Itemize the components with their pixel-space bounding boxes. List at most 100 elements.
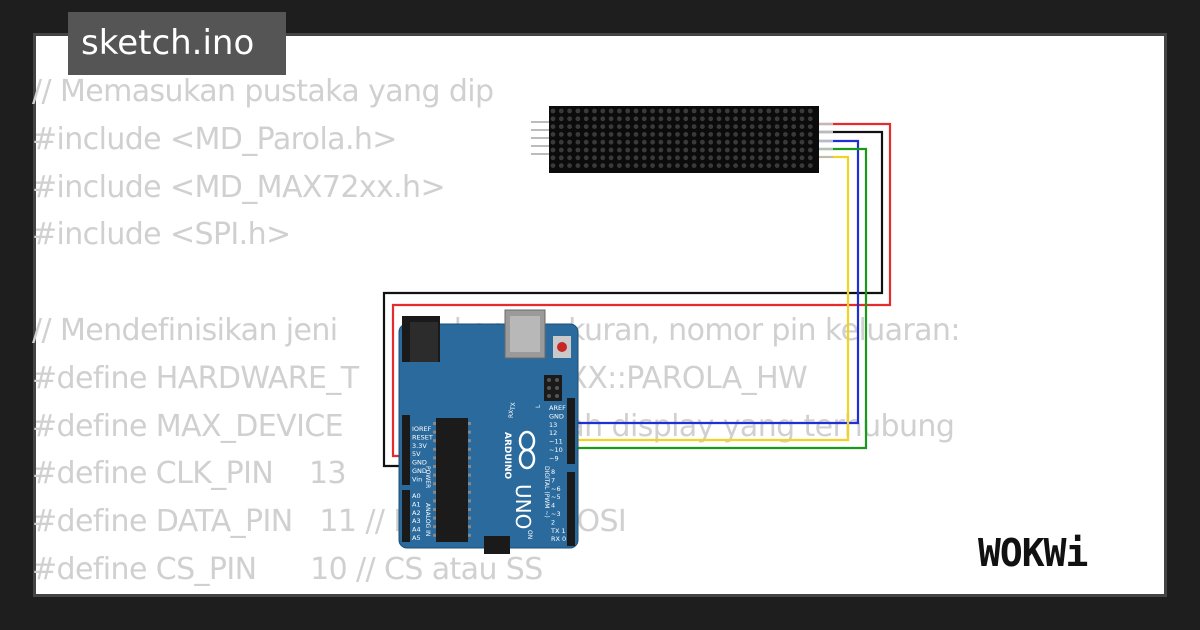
- led-dot: [700, 163, 705, 169]
- led-dot: [716, 108, 722, 114]
- led-dot: [807, 132, 813, 137]
- led-dot: [617, 132, 622, 137]
- led-dot: [617, 139, 622, 145]
- chip-leg: [433, 525, 436, 529]
- led-dot: [550, 116, 556, 122]
- pin-label: ~3: [551, 510, 561, 518]
- led-dot: [783, 155, 788, 161]
- chip-leg: [433, 430, 436, 434]
- led-dot: [633, 124, 639, 129]
- led-dot: [708, 132, 714, 137]
- on-label: ON: [526, 530, 533, 539]
- led-dot: [617, 116, 622, 122]
- chip-leg: [468, 533, 471, 537]
- led-dot: [683, 132, 689, 137]
- led-dot: [658, 108, 664, 114]
- led-dot: [749, 155, 755, 161]
- led-dot: [666, 147, 672, 153]
- led-dot: [774, 147, 780, 153]
- led-dot: [583, 139, 589, 145]
- pin-label: GND: [412, 459, 427, 467]
- chip-leg: [468, 439, 471, 443]
- led-dot: [724, 116, 730, 122]
- led-dot: [799, 147, 805, 153]
- pin-label: ~10: [549, 446, 563, 454]
- led-dot: [550, 108, 556, 114]
- pin-label: 12: [549, 429, 557, 437]
- led-dot: [807, 147, 813, 153]
- led-dot: [558, 132, 564, 137]
- led-dot: [567, 116, 572, 122]
- led-dot: [741, 139, 747, 145]
- led-dot: [783, 132, 788, 137]
- led-dot: [658, 124, 664, 129]
- led-dot: [625, 147, 631, 153]
- led-dot: [641, 155, 647, 161]
- led-dot: [758, 132, 763, 137]
- led-dot: [766, 124, 772, 129]
- led-dot: [683, 155, 689, 161]
- led-dot: [625, 108, 631, 114]
- chip-leg: [468, 465, 471, 468]
- chip-leg: [433, 465, 436, 468]
- filename-tab[interactable]: sketch.ino: [68, 12, 286, 75]
- led-dot: [592, 124, 597, 129]
- pin-label: ~11: [549, 438, 563, 446]
- led-dot: [724, 163, 730, 169]
- wokwi-logo[interactable]: WOKWi: [976, 528, 1151, 576]
- led-dot: [600, 155, 606, 161]
- led-dot: [700, 116, 705, 122]
- led-dot: [550, 132, 556, 137]
- code-line: #include <MD_Parola.h>: [32, 121, 397, 157]
- pin-label: ~5: [551, 493, 561, 501]
- led-dot: [650, 116, 655, 122]
- led-dot: [700, 108, 705, 114]
- chip-leg: [433, 499, 436, 503]
- led-dot: [592, 108, 597, 114]
- wokwi-logo-text: WOKWi: [978, 531, 1088, 575]
- led-dot: [807, 108, 813, 114]
- led-dot: [749, 116, 755, 122]
- led-dot: [666, 108, 672, 114]
- pin-label: ~6: [551, 485, 561, 493]
- led-dot: [633, 132, 639, 137]
- led-dot: [641, 139, 647, 145]
- led-dot: [807, 124, 813, 129]
- led-dot: [650, 124, 655, 129]
- chip-leg: [468, 447, 471, 451]
- led-dot: [791, 163, 797, 169]
- pin-label: 13: [549, 421, 557, 429]
- led-dot: [741, 116, 747, 122]
- led-dot: [783, 124, 788, 129]
- wire-gnd: [382, 130, 884, 468]
- chip-leg: [468, 422, 471, 425]
- led-dot: [791, 139, 797, 145]
- led-dot: [625, 132, 631, 137]
- pin-label: A2: [412, 509, 421, 517]
- led-dot: [666, 155, 672, 161]
- led-dot: [700, 124, 705, 129]
- led-dot: [675, 139, 680, 145]
- wire-cs: [565, 147, 868, 450]
- led-dot: [625, 155, 631, 161]
- led-dot: [783, 108, 788, 114]
- led-dot: [791, 147, 797, 153]
- led-dot: [716, 132, 722, 137]
- led-matrix-dots: [550, 108, 813, 169]
- led-dot: [708, 147, 714, 153]
- led-dot: [558, 124, 564, 129]
- pin-label: 4: [551, 502, 555, 510]
- led-dot: [766, 116, 772, 122]
- led-dot: [550, 124, 556, 129]
- wire-din: [565, 139, 860, 425]
- led-dot: [749, 163, 755, 169]
- model-label: UNO: [511, 484, 535, 529]
- led-dot: [708, 108, 714, 114]
- led-label: RX: [508, 410, 515, 418]
- led-dot: [799, 132, 805, 137]
- led-dot: [641, 163, 647, 169]
- led-dot: [567, 163, 572, 169]
